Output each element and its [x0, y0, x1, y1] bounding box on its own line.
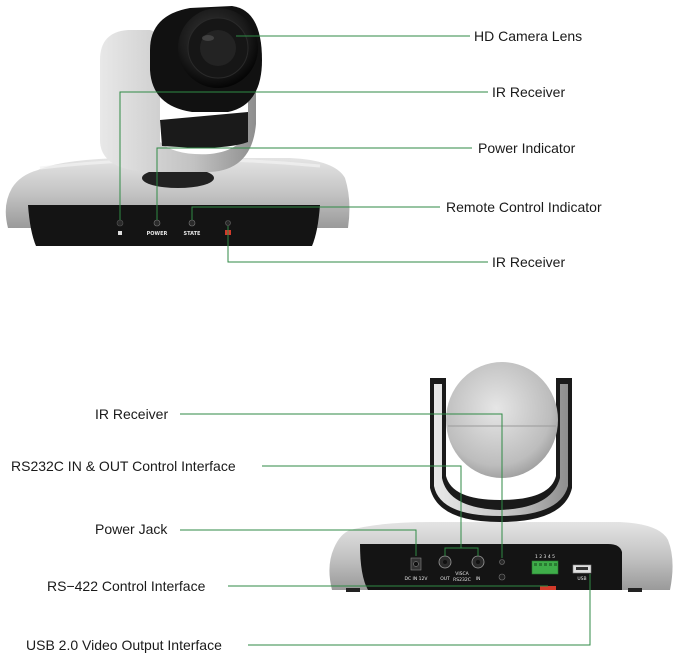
visca-label: VISCA	[455, 571, 469, 577]
rear-leader-lines	[180, 413, 591, 646]
callout-ir-receiver-front: IR Receiver	[492, 254, 566, 270]
rear-camera: DC IN 12V OUT VISCA RS232C IN 1 2 3 4 5 …	[329, 362, 673, 592]
callout-remote-control-indicator: Remote Control Indicator	[446, 199, 602, 215]
dc-in-label: DC IN 12V	[405, 576, 429, 582]
callout-usb-video-output: USB 2.0 Video Output Interface	[26, 637, 222, 653]
front-camera: POWER STATE	[5, 6, 350, 246]
state-indicator-led	[188, 219, 196, 227]
rear-yoke	[430, 378, 572, 522]
pin-numbers: 1 2 3 4 5	[535, 554, 555, 560]
callout-power-jack: Power Jack	[95, 521, 168, 537]
rs232c-label: RS232C	[453, 577, 471, 583]
rs422-terminal	[531, 560, 559, 575]
callout-ir-receiver-rear: IR Receiver	[95, 406, 169, 422]
out-label: OUT	[440, 576, 450, 582]
power-label: POWER	[147, 231, 168, 237]
callout-power-indicator: Power Indicator	[478, 140, 576, 156]
callout-rs422-interface: RS−422 Control Interface	[47, 578, 206, 594]
state-label: STATE	[184, 231, 202, 237]
front-ir-receiver-right	[225, 220, 231, 226]
callout-hd-camera-lens: HD Camera Lens	[474, 28, 583, 44]
usb-label: USB	[577, 576, 586, 582]
front-leader-lines	[119, 35, 488, 263]
callout-ir-receiver-top: IR Receiver	[492, 84, 566, 100]
front-yoke	[100, 30, 256, 172]
power-indicator-led	[153, 219, 161, 227]
callout-rs232c-interface: RS232C IN & OUT Control Interface	[11, 458, 236, 474]
in-label: IN	[476, 576, 481, 582]
rear-panel	[360, 544, 622, 590]
front-panel	[28, 205, 320, 246]
front-ir-receiver-left	[116, 219, 124, 227]
rear-ir-receiver	[499, 559, 505, 565]
